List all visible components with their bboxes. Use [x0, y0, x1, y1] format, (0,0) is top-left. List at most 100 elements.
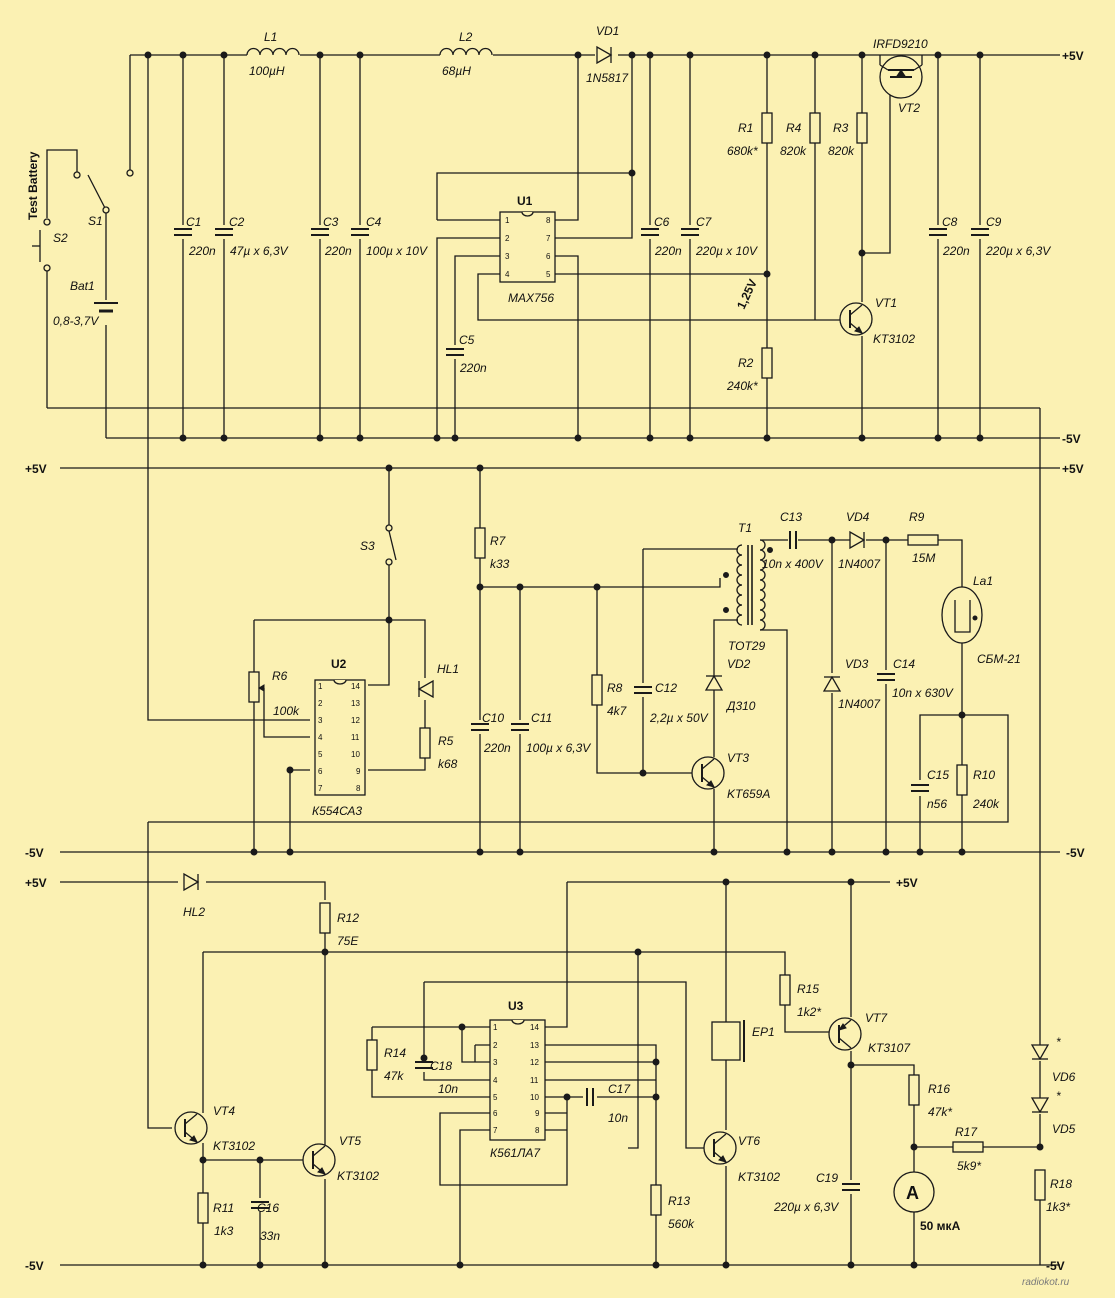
r16-label: R16: [928, 1082, 950, 1096]
u1-pin: 6: [546, 252, 551, 261]
r16-value: 47k*: [928, 1105, 952, 1119]
vt3-value: KT659A: [727, 787, 770, 801]
capacitor-c6: [640, 228, 660, 236]
resistor-r9: [907, 534, 939, 546]
r13-value: 560k: [668, 1217, 695, 1231]
u3-pin: 10: [530, 1093, 539, 1102]
c17-value: 10n: [608, 1111, 628, 1125]
diode-vd5: [1031, 1097, 1049, 1113]
u1-value: MAX756: [508, 291, 554, 305]
c8-label: C8: [942, 215, 958, 229]
transformer-t1: [723, 539, 773, 631]
r14-value: 47k: [384, 1069, 404, 1083]
resistor-r1: [761, 112, 773, 144]
r10-label: R10: [973, 768, 995, 782]
u3-pin: 1: [493, 1023, 498, 1032]
capacitor-c13: [789, 530, 797, 550]
u2-pin: 7: [318, 784, 323, 793]
capacitor-c3: [310, 228, 330, 236]
u3-pin: 11: [530, 1076, 539, 1085]
u2-label: U2: [331, 657, 347, 671]
resistor-r17: [952, 1141, 984, 1153]
r2-value: 240k*: [726, 379, 758, 393]
meter-value: 50 мкА: [920, 1219, 961, 1233]
l1-value: 100µH: [249, 64, 285, 78]
u3-pin: 4: [493, 1076, 498, 1085]
c8-value: 220n: [942, 244, 970, 258]
u2-pin: 2: [318, 699, 323, 708]
u2-pin: 3: [318, 716, 323, 725]
r10-value: 240k: [972, 797, 1000, 811]
r6-label: R6: [272, 669, 288, 683]
bat1-value: 0,8-3,7V: [53, 314, 99, 328]
l2-value: 68µH: [442, 64, 471, 78]
u2-pin: 8: [356, 784, 361, 793]
c3-label: C3: [323, 215, 339, 229]
c5-label: C5: [459, 333, 475, 347]
c19-value: 220µ x 6,3V: [773, 1200, 839, 1214]
ep1-label: EP1: [752, 1025, 775, 1039]
u3-pin: 7: [493, 1126, 498, 1135]
u2-pin: 6: [318, 767, 323, 776]
labels: +5V -5V +5V +5V -5V -5V +5V +5V -5V -5V …: [25, 24, 1085, 1288]
r9-label: R9: [909, 510, 925, 524]
vd3-value: 1N4007: [838, 697, 881, 711]
ic-u2: [314, 679, 366, 796]
c17-label: C17: [608, 1082, 631, 1096]
la1-label: La1: [973, 574, 993, 588]
inductor-l1: [246, 47, 300, 56]
r17-value: 5k9*: [957, 1159, 981, 1173]
r17-label: R17: [955, 1125, 978, 1139]
resistor-r3: [856, 112, 868, 144]
transistor-vt1: [839, 302, 873, 336]
r2-label: R2: [738, 356, 754, 370]
c10-label: C10: [482, 711, 504, 725]
switch-s3: [385, 524, 397, 566]
transistor-vt5: [302, 1143, 336, 1177]
rail-label-plus5-mid-left: +5V: [25, 462, 47, 476]
r12-label: R12: [337, 911, 359, 925]
u3-pin: 8: [535, 1126, 540, 1135]
rail-label-minus5-bottom-right: -5V: [1046, 1259, 1065, 1273]
r11-label: R11: [213, 1201, 234, 1215]
r8-value: 4k7: [607, 704, 628, 718]
rail-label-minus5-bottom-left: -5V: [25, 1259, 44, 1273]
u3-value: К561ЛА7: [490, 1146, 541, 1160]
u1-pin: 7: [546, 234, 551, 243]
r9-value: 15M: [912, 551, 935, 565]
resistor-r10: [956, 764, 968, 796]
resistor-r14: [366, 1039, 378, 1071]
u2-value: К554СА3: [312, 804, 362, 818]
capacitor-c17: [586, 1087, 594, 1107]
c12-value: 2,2µ x 50V: [649, 711, 709, 725]
rail-label-minus5-mid-left: -5V: [25, 846, 44, 860]
s3-label: S3: [360, 539, 375, 553]
u1-pin: 1: [505, 216, 510, 225]
r18-value: 1k3*: [1046, 1200, 1070, 1214]
vt2-value: IRFD9210: [873, 37, 928, 51]
rail-label-minus5-top: -5V: [1062, 432, 1081, 446]
c5-value: 220n: [459, 361, 487, 375]
vd6-star: *: [1056, 1035, 1061, 1049]
r3-label: R3: [833, 121, 849, 135]
r15-label: R15: [797, 982, 819, 996]
u2-pin: 10: [351, 750, 360, 759]
diode-vd6: [1031, 1044, 1049, 1060]
vt1-label: VT1: [875, 296, 897, 310]
ic-u1: [499, 211, 556, 283]
c15-label: C15: [927, 768, 949, 782]
resistor-r12: [319, 902, 331, 934]
u2-pin: 5: [318, 750, 323, 759]
resistor-r5: [419, 727, 431, 759]
vt1-value: KT3102: [873, 332, 915, 346]
battery-bat1: [94, 302, 118, 313]
vt4-value: KT3102: [213, 1139, 255, 1153]
c16-label: C16: [257, 1201, 279, 1215]
bat1-label: Bat1: [70, 279, 95, 293]
earphone-ep1: [711, 1020, 745, 1062]
meter-a: [893, 1171, 935, 1213]
u2-pin: 13: [351, 699, 360, 708]
vd6-label: VD6: [1052, 1070, 1076, 1084]
resistor-r2: [761, 347, 773, 379]
u2-pin: 12: [351, 716, 360, 725]
